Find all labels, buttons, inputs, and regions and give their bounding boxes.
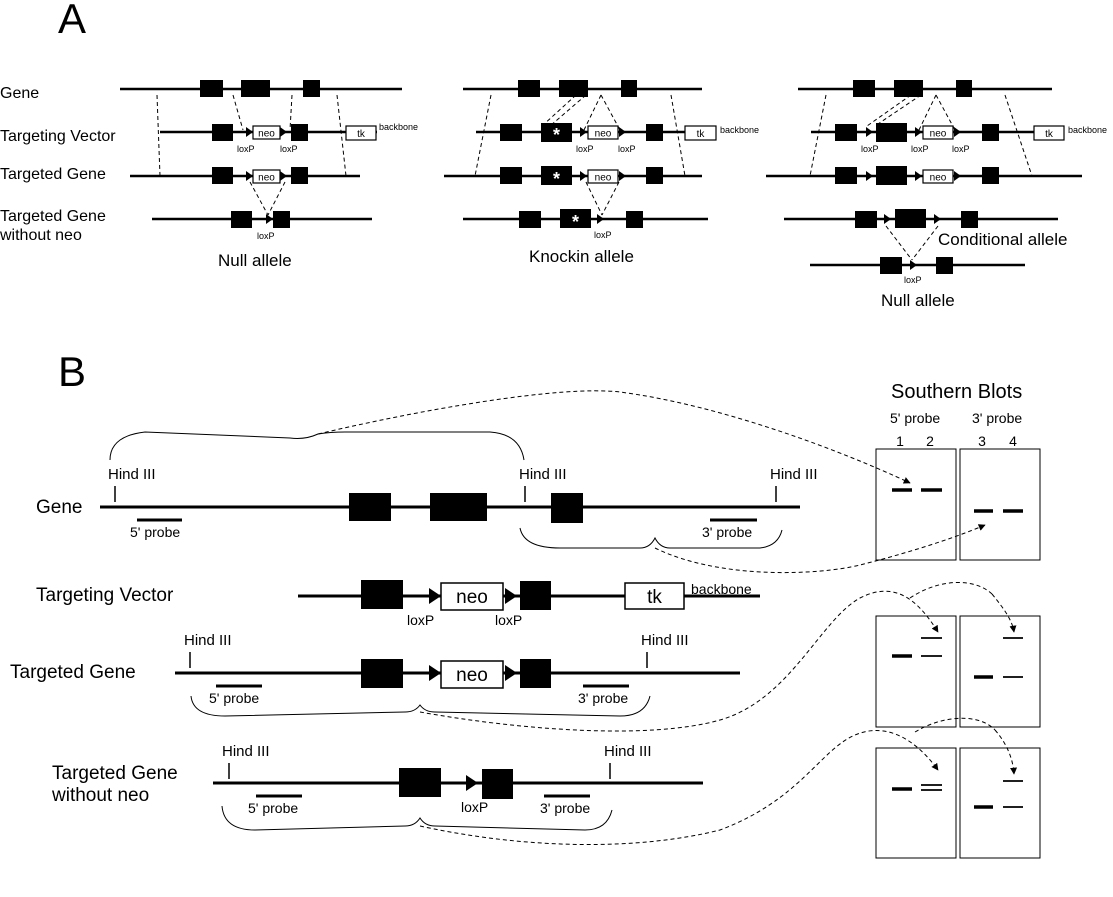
probe3-header: 3' probe [972,410,1022,426]
probe5-label: 5' probe [130,524,180,540]
blot-panel [959,747,1041,859]
loxp-label: loxP [257,231,275,241]
neo-label: neo [456,665,488,686]
loxp-label: loxP [280,144,298,154]
row-label-targeted-gene: Targeted Gene [0,166,106,183]
loxp-label: loxP [594,230,612,240]
loxp-label: loxP [904,275,922,285]
loxp-label: loxP [911,144,929,154]
neo-label: neo [595,129,612,140]
neo-label: neo [930,173,947,184]
loxp-label: loxP [495,612,522,628]
star-mark: * [553,169,560,189]
hind-iii-label: Hind III [222,743,270,760]
loxp-label: loxP [407,612,434,628]
probe3-label: 3' probe [540,800,590,816]
neo-label: neo [258,129,275,140]
hind-iii-label: Hind III [519,466,567,483]
blot-panel [875,448,957,561]
backbone-label: backbone [720,125,759,135]
b-targeted-gene-row: Targeted Gene neo Hind III Hind III 5' p… [10,632,740,717]
row-label-gene: Gene [0,85,39,102]
probe5-header: 5' probe [890,410,940,426]
panel-a-label: A [58,0,86,42]
b-targeting-vector-row: Targeting Vector neo tk backbone loxP lo… [36,580,760,628]
tk-label: tk [1045,129,1054,140]
hind-iii-label: Hind III [641,632,689,649]
loxp-label: loxP [237,144,255,154]
lane-3-label: 3 [978,433,986,449]
null-allele-caption-2: Null allele [881,291,955,310]
star-mark: * [553,125,560,145]
southern-blots: Southern Blots 5' probe 3' probe 1 2 3 4 [875,381,1041,859]
loxp-label: loxP [618,144,636,154]
b-gene-label: Gene [36,497,82,518]
tk-label: tk [357,129,366,140]
blot-connector-arrows [317,390,1018,845]
knockin-allele-caption: Knockin allele [529,247,634,266]
southern-blots-title: Southern Blots [891,381,1022,403]
blot-panel [875,615,957,728]
star-mark: * [572,212,579,232]
lane-2-label: 2 [926,433,934,449]
row-label-without-neo-1: Targeted Gene [0,208,106,225]
hind-iii-label: Hind III [604,743,652,760]
b-without-neo-label-2: without neo [51,785,149,806]
b-without-neo-label-1: Targeted Gene [52,763,178,784]
b-targeting-vector-label: Targeting Vector [36,585,174,606]
hind-iii-label: Hind III [770,466,818,483]
probe5-label: 5' probe [209,690,259,706]
backbone-label: backbone [379,122,418,132]
neo-label: neo [456,587,488,608]
blot-panel [875,747,957,859]
lane-4-label: 4 [1009,433,1017,449]
loxp-label: loxP [461,799,488,815]
b-without-neo-row: Targeted Gene without neo Hind III Hind … [51,743,703,831]
neo-label: neo [595,173,612,184]
null-allele-group: neo tk backbone loxP loxP neo loxP Null … [120,80,418,270]
blot-panel [959,615,1041,728]
b-gene-row: Gene Hind III Hind III Hind III 5' probe… [36,431,818,549]
blot-panel [959,448,1041,561]
neo-label: neo [930,129,947,140]
row-label-targeting-vector: Targeting Vector [0,128,116,145]
neo-label: neo [258,173,275,184]
probe3-label: 3' probe [578,690,628,706]
hind-iii-label: Hind III [184,632,232,649]
knockin-allele-group: * neo tk backbone loxP loxP * neo * loxP [444,80,759,266]
loxp-label: loxP [861,144,879,154]
tk-label: tk [647,587,662,608]
probe5-label: 5' probe [248,800,298,816]
row-label-without-neo-2: without neo [0,227,82,244]
null-allele-caption: Null allele [218,251,292,270]
loxp-label: loxP [952,144,970,154]
backbone-label: backbone [1068,125,1107,135]
probe3-label: 3' probe [702,524,752,540]
conditional-allele-caption: Conditional allele [938,230,1067,249]
conditional-allele-group: neo tk backbone loxP loxP loxP neo Condi… [766,80,1107,310]
tk-label: tk [697,129,706,140]
backbone-label: backbone [691,581,752,597]
b-targeted-gene-label: Targeted Gene [10,662,136,683]
lane-1-label: 1 [896,433,904,449]
hind-iii-label: Hind III [108,466,156,483]
loxp-label: loxP [576,144,594,154]
panel-b-label: B [58,348,86,395]
